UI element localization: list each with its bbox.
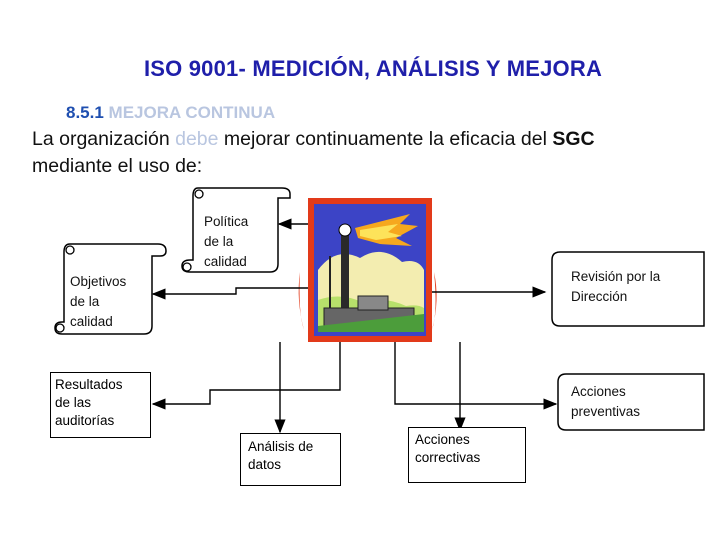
node-resultados-box: Resultados de las auditorías: [50, 372, 151, 438]
node-resultados: Resultados de las auditorías: [55, 377, 123, 428]
arrow-to-preventivas: [394, 342, 558, 410]
arrow-to-objetivos: [151, 287, 308, 300]
node-acciones-correctivas-box: Acciones correctivas: [408, 427, 526, 483]
scroll-revision: [551, 251, 705, 327]
node-revision: Revisión por la Dirección: [571, 269, 661, 304]
scroll-objetivos: [54, 243, 167, 335]
scroll-politica: [181, 187, 291, 273]
intro-text-3: mediante el uso de:: [32, 155, 203, 177]
intro-bold: SGC: [552, 128, 595, 150]
node-analisis: Análisis de datos: [248, 439, 314, 472]
frame-ribbon-right: [432, 272, 437, 330]
section-title-part2: CONTINUA: [185, 103, 276, 122]
intro-text-2: mejorar continuamente la eficacia del: [218, 128, 553, 150]
factory-flame-image: [308, 198, 432, 342]
node-analisis-box: Análisis de datos: [240, 433, 341, 486]
arrow-to-resultados: [151, 342, 341, 410]
section-heading: 8.5.1 MEJORA CONTINUA: [66, 103, 275, 123]
intro-paragraph: La organización debe mejorar continuamen…: [32, 126, 692, 180]
node-politica: Política de la calidad: [204, 214, 249, 269]
intro-text-1: La organización: [32, 128, 176, 150]
node-acciones-correctivas: Acciones correctivas: [415, 432, 481, 465]
section-number: 8.5.1: [66, 103, 104, 122]
intro-dim-word: debe: [175, 128, 219, 150]
node-objetivos: Objetivos de la calidad: [70, 274, 127, 329]
frame-ribbon-left: [298, 272, 304, 330]
section-title-part1: MEJORA: [108, 103, 186, 122]
scroll-preventivas: [557, 373, 705, 431]
node-acciones-preventivas: Acciones preventivas: [571, 384, 641, 419]
page-title: ISO 9001- MEDICIÓN, ANÁLISIS Y MEJORA: [143, 56, 603, 81]
